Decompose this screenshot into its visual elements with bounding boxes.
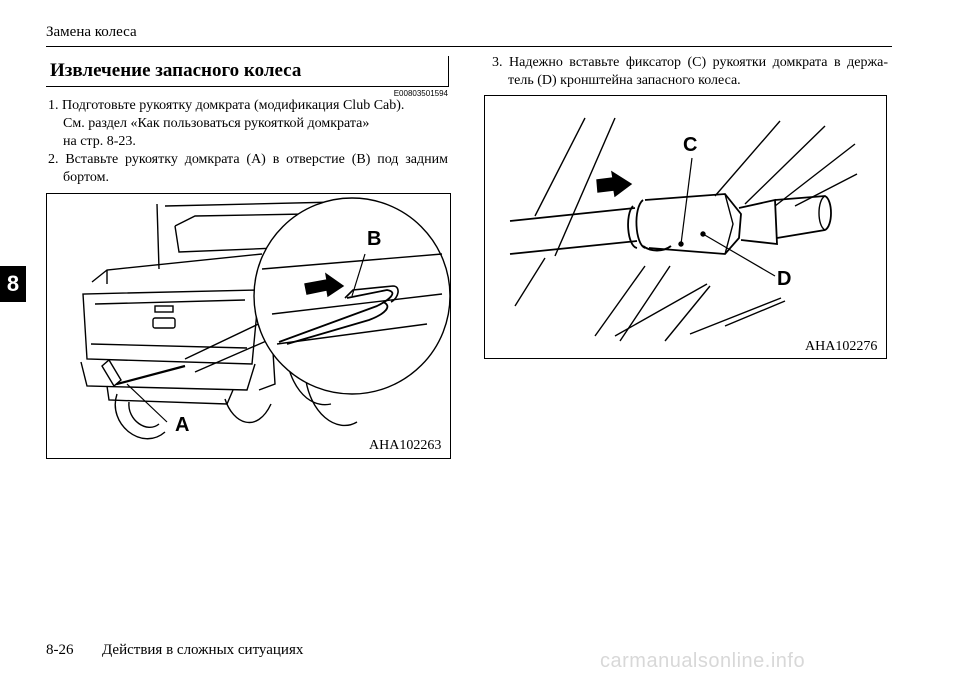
section-heading-frame [46, 56, 449, 87]
step-3-line-2: тель (D) кронштейна запасного колеса. [508, 73, 741, 88]
step-3-line-1: 3. Надежно вставьте фиксатор (C) рукоятк… [492, 55, 888, 70]
callout-d: D [777, 268, 792, 290]
step-2-line-2: бортом. [63, 170, 109, 185]
lock-holder-illustration [509, 117, 858, 342]
figure-tailgate: B A AHA102263 [46, 193, 451, 459]
step-2-line-1: 2. Вставьте рукоятку домкрата (A) в отве… [48, 152, 448, 167]
running-header-title: Замена колеса [46, 24, 137, 40]
footer-page-number: 8-26 [46, 642, 74, 658]
figure-code: AHA102263 [369, 438, 442, 453]
callout-c: C [683, 134, 698, 156]
tailgate-illustration [80, 197, 451, 440]
footer-chapter-title: Действия в сложных ситуациях [102, 642, 304, 658]
step-1-line-3: на стр. 8-23. [63, 134, 136, 149]
callout-b: B [367, 228, 382, 250]
section-title: Извлечение запасного колеса [50, 60, 302, 81]
section-code: E00803501594 [393, 89, 448, 98]
callout-a: A [175, 414, 190, 436]
figure-lock-holder: C D AHA102276 [484, 95, 887, 359]
site-watermark: carmanualsonline.info [600, 650, 806, 672]
header-rule [46, 46, 892, 47]
step-1-line-1: 1. Подготовьте рукоятку домкрата (модифи… [48, 98, 405, 113]
step-1-line-2: См. раздел «Как пользоваться рукояткой д… [63, 116, 370, 131]
figure-code: AHA102276 [805, 339, 878, 354]
chapter-tab: 8 [0, 266, 26, 302]
